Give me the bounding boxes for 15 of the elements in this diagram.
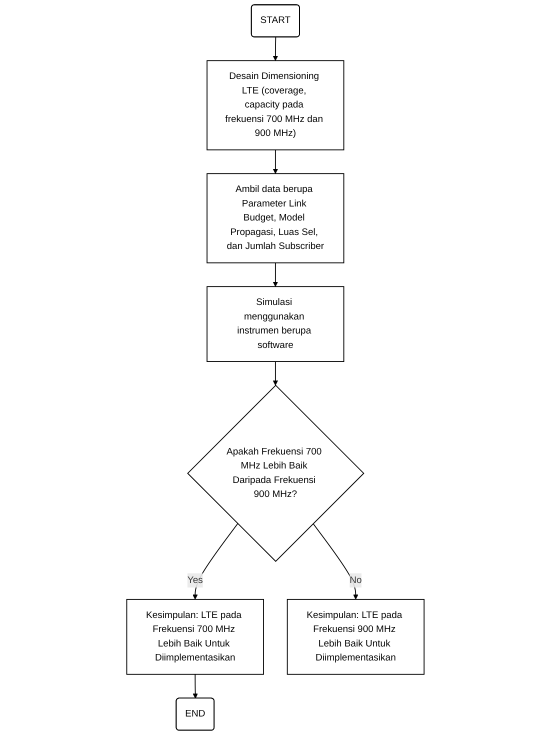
- arrow: [272, 262, 278, 287]
- node-box: Ambil data berupa Parameter Link Budget, Model Propagasi, Luas Sel, dan Jumlah Subscriber: [206, 173, 344, 264]
- edge-label: Yes: [187, 575, 203, 586]
- edge-label: No: [350, 575, 362, 586]
- arrow: [272, 149, 278, 174]
- arrow: [192, 523, 238, 600]
- arrow: [312, 523, 358, 600]
- node-diamond: Apakah Frekuensi 700 MHz Lebih Baik Daripada Frekuensi 900 MHz?: [187, 384, 364, 562]
- node-box: Kesimpulan: LTE pada Frekuensi 900 MHz Lebih Baik Untuk Diimplementasikan: [286, 598, 425, 675]
- arrow: [272, 361, 278, 386]
- arrow: [272, 36, 278, 61]
- arrow: [192, 674, 198, 699]
- node-box: Desain Dimensioning LTE (coverage, capacity pada frekuensi 700 MHz dan 900 MHz): [206, 60, 344, 150]
- node-box: Simulasi menggunakan instrumen berupa software: [206, 286, 344, 362]
- node-box: Kesimpulan: LTE pada Frekuensi 700 MHz Lebih Baik Untuk Diimplementasikan: [126, 598, 264, 675]
